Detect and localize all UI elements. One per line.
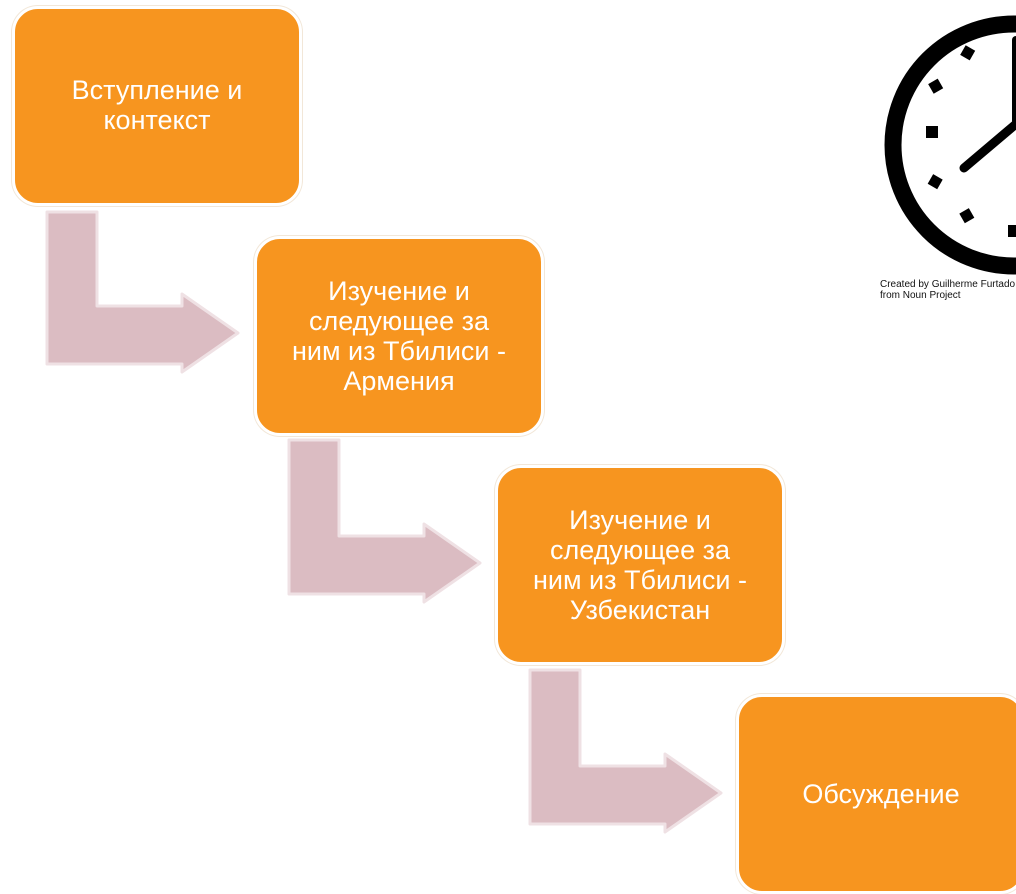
step-box-armenia: Изучение и следующее за ним из Тбилиси -…	[254, 236, 544, 436]
step-label-line: Узбекистан	[569, 595, 711, 625]
credit-line: from Noun Project	[880, 290, 961, 301]
credit-line: Created by Guilherme Furtado	[880, 279, 1016, 290]
step-box-uzbekistan: Изучение и следующее за ним из Тбилиси -…	[495, 465, 785, 665]
step-label-line: Армения	[343, 366, 455, 396]
step-label-line: следующее за	[308, 306, 489, 336]
step-label-line: контекст	[103, 105, 211, 135]
clock-graphic	[866, 0, 1016, 320]
step-label-line: ним из Тбилиси -	[292, 336, 506, 366]
step-label-line: Обсуждение	[802, 779, 960, 809]
icon-credit: Created by Guilherme Furtado from Noun P…	[880, 279, 1016, 301]
step-label-line: Вступление и	[71, 75, 243, 105]
step-box-introduction: Вступление и контекст	[12, 6, 302, 206]
step-box-discussion: Обсуждение	[736, 694, 1016, 894]
arrow-step3-to-step4	[528, 668, 723, 834]
step-label: Изучение и следующее за ним из Тбилиси -…	[292, 276, 506, 396]
step-label: Вступление и контекст	[72, 75, 243, 135]
arrow-step1-to-step2	[45, 210, 240, 374]
arrow-step2-to-step3	[287, 438, 482, 604]
step-label: Обсуждение	[802, 779, 959, 809]
step-label-line: следующее за	[549, 535, 730, 565]
step-label: Изучение и следующее за ним из Тбилиси -…	[533, 505, 747, 625]
step-label-line: Изучение и	[328, 276, 470, 306]
clock-icon	[884, 15, 1016, 275]
step-label-line: Изучение и	[569, 505, 711, 535]
step-label-line: ним из Тбилиси -	[533, 565, 747, 595]
